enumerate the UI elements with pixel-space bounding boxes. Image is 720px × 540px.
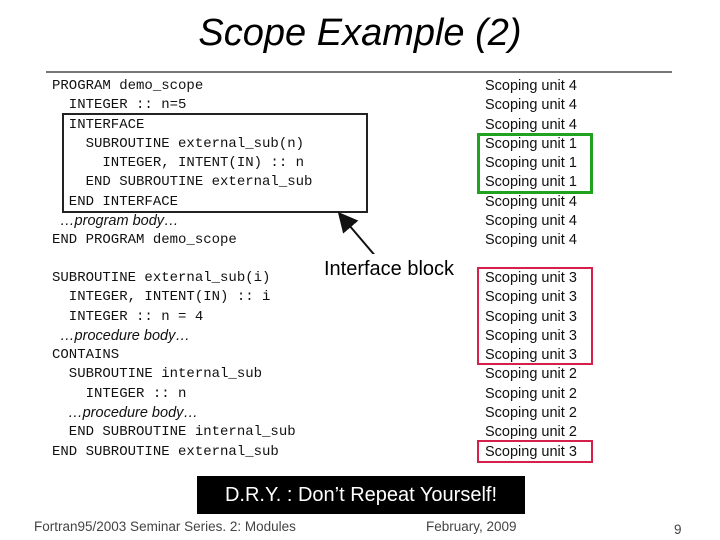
scoping-unit-label: Scoping unit 4 — [485, 116, 577, 133]
subroutine-code-line: …procedure body… — [52, 405, 198, 422]
subroutine-code-line: …procedure body… — [52, 327, 190, 344]
scoping-unit-label: Scoping unit 2 — [485, 385, 577, 402]
program-code-line: INTERFACE — [52, 116, 145, 133]
program-code-line: END INTERFACE — [52, 193, 179, 210]
program-code-line: END PROGRAM demo_scope — [52, 232, 237, 249]
scoping-unit-label: Scoping unit 2 — [485, 366, 577, 383]
interface-block-label: Interface block — [310, 254, 468, 290]
scoping-unit-1-highlight-box — [477, 133, 593, 194]
subroutine-code-line: END SUBROUTINE external_sub — [52, 443, 279, 460]
title-divider — [46, 71, 672, 73]
program-code-line: …program body… — [52, 213, 179, 230]
slide-title: Scope Example (2) — [198, 12, 522, 54]
scoping-unit-label: Scoping unit 3 — [485, 270, 577, 286]
scoping-unit-label: Scoping unit 1 — [485, 155, 577, 172]
subroutine-code-line: END SUBROUTINE internal_sub — [52, 424, 296, 441]
scoping-unit-label: Scoping unit 3 — [485, 347, 577, 364]
program-code-line: INTEGER :: n=5 — [52, 97, 187, 114]
subroutine-code-line: SUBROUTINE internal_sub — [52, 366, 263, 383]
program-code-line: INTEGER, INTENT(IN) :: n — [52, 155, 305, 172]
scoping-unit-label: Scoping unit 4 — [485, 213, 577, 230]
program-scoping-units: Scoping unit 4 Scoping unit 4 Scoping unit… — [480, 77, 577, 251]
program-code-line: SUBROUTINE external_sub(n) — [52, 135, 305, 152]
subroutine-code-block: SUBROUTINE external_sub(i) INTEGER, INTE… — [52, 269, 296, 462]
scoping-unit-label: Scoping unit 2 — [485, 405, 577, 422]
scoping-unit-label: Scoping unit 1 — [485, 135, 577, 152]
program-code-line: PROGRAM demo_scope — [52, 78, 204, 94]
scoping-unit-label: Scoping unit 4 — [485, 193, 577, 210]
scoping-unit-3-highlight-box-top — [477, 267, 593, 365]
scoping-unit-label: Scoping unit 3 — [485, 327, 577, 344]
program-code-line: END SUBROUTINE external_sub — [52, 174, 313, 191]
interface-block-box — [62, 113, 368, 213]
subroutine-code-line: INTEGER :: n — [52, 385, 187, 402]
scoping-unit-label: Scoping unit 1 — [485, 174, 577, 191]
scoping-unit-label: Scoping unit 3 — [485, 308, 577, 325]
footer-date: February, 2009 — [426, 519, 517, 534]
subroutine-code-line: SUBROUTINE external_sub(i) — [52, 270, 271, 286]
scoping-unit-label: Scoping unit 4 — [485, 78, 577, 94]
subroutine-code-line: INTEGER :: n = 4 — [52, 308, 204, 325]
scoping-unit-label: Scoping unit 4 — [485, 232, 577, 249]
footer-page-number: 9 — [674, 522, 682, 537]
scoping-unit-label: Scoping unit 3 — [485, 443, 577, 460]
dry-banner: D.R.Y. : Don’t Repeat Yourself! — [197, 476, 525, 514]
scoping-unit-label: Scoping unit 3 — [485, 289, 577, 306]
subroutine-scoping-units: Scoping unit 3 Scoping unit 3 Scoping unit… — [480, 269, 577, 462]
subroutine-code-line: INTEGER, INTENT(IN) :: i — [52, 289, 271, 306]
scoping-unit-label: Scoping unit 2 — [485, 424, 577, 441]
scoping-unit-label: Scoping unit 4 — [485, 97, 577, 114]
footer-series: Fortran95/2003 Seminar Series. 2: Module… — [34, 519, 296, 534]
scoping-unit-3-highlight-box-bottom — [477, 440, 593, 463]
subroutine-code-line: CONTAINS — [52, 347, 120, 364]
program-code-block: PROGRAM demo_scope INTEGER :: n=5 INTERF… — [52, 77, 312, 251]
